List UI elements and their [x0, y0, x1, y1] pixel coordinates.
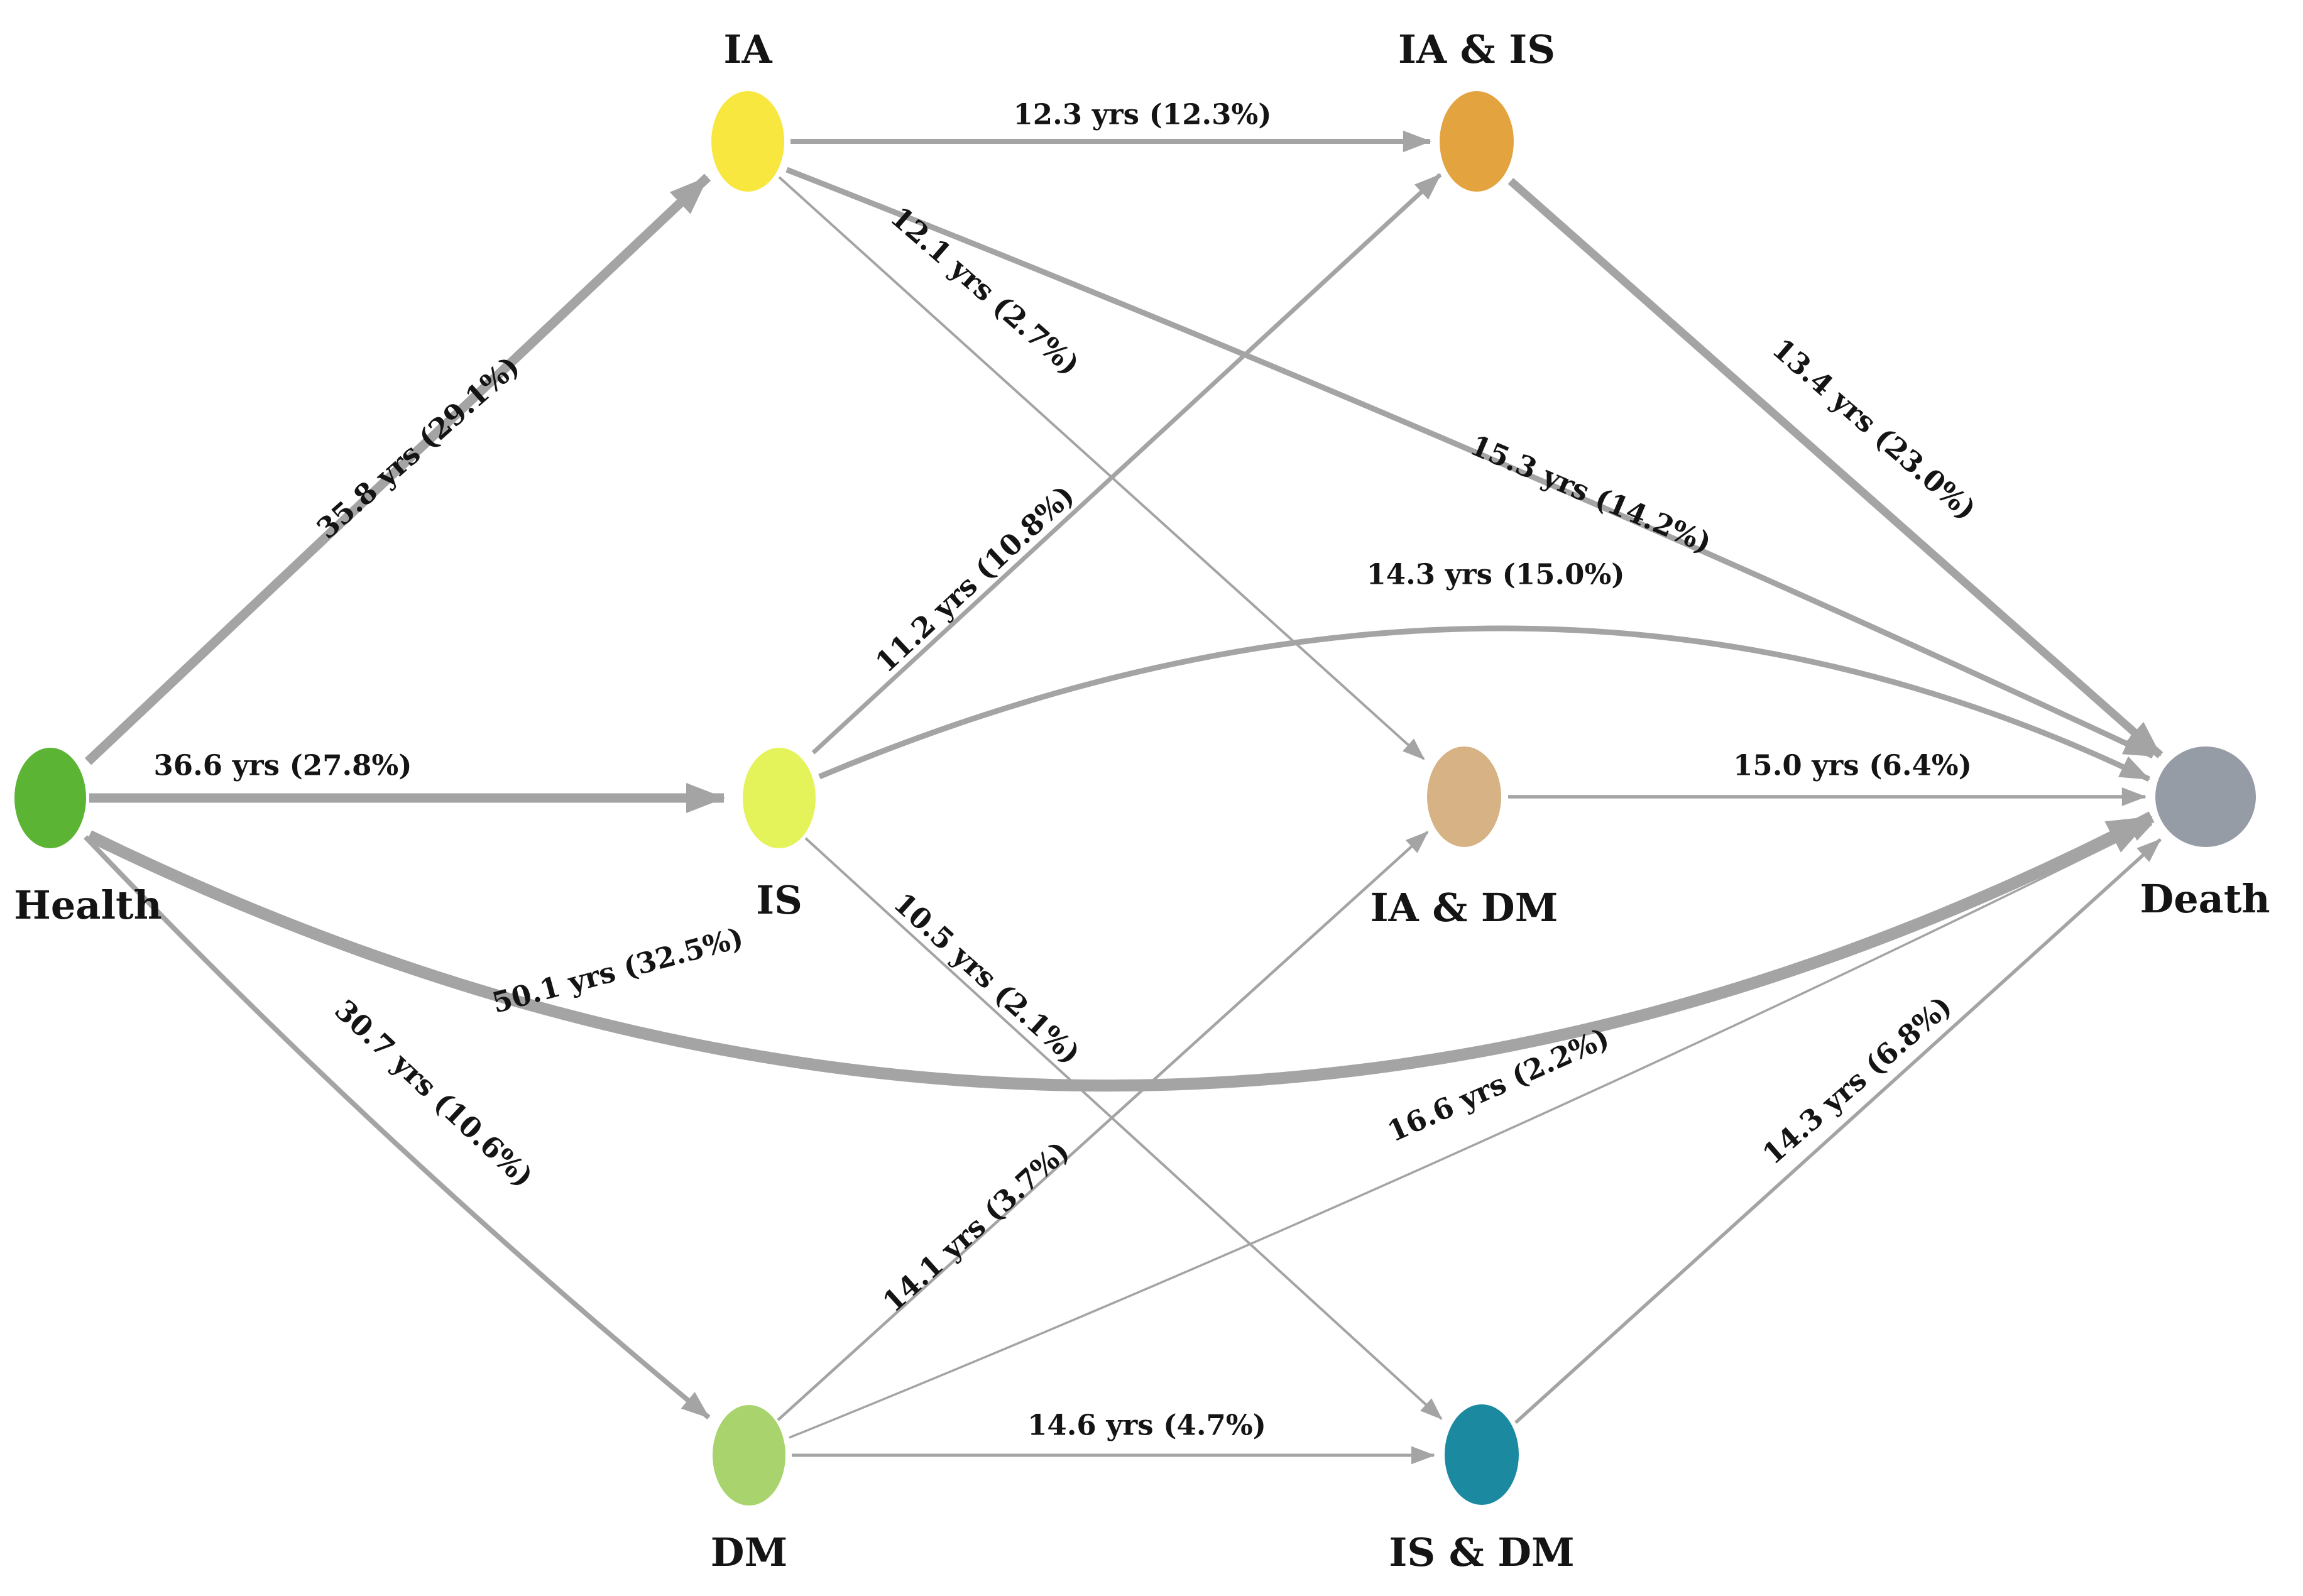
edge-is-iais — [811, 173, 1442, 755]
edges-layer — [84, 130, 2164, 1465]
node-label-dm: DM — [711, 1529, 787, 1575]
arrowhead-iais-death — [2125, 721, 2162, 757]
edge-is-death — [818, 625, 2150, 782]
node-label-is-dm: IS & DM — [1389, 1529, 1574, 1575]
arrowhead-health-is — [686, 783, 725, 813]
node-is — [743, 748, 816, 848]
node-death — [2155, 746, 2256, 847]
edge-ia-iadm — [778, 176, 1425, 760]
edge-dm-iadm — [777, 831, 1429, 1421]
arrowhead-health-ia — [669, 176, 709, 214]
arrowhead-dm-isdm — [1411, 1446, 1435, 1465]
arrowhead-health-dm — [681, 1392, 710, 1419]
edge-label-ia-iadm: 12.1 yrs (2.7%) — [884, 200, 1086, 381]
edge-dm-death — [789, 823, 2152, 1439]
edge-label-health-ia: 35.8 yrs (29.1%) — [310, 349, 526, 545]
arrowhead-is-iais — [1414, 173, 1441, 200]
node-label-death: Death — [2140, 876, 2270, 922]
arrowhead-is-isdm — [1420, 1398, 1443, 1420]
edge-label-ia-iais: 12.3 yrs (12.3%) — [1013, 98, 1271, 131]
edge-label-is-death: 14.3 yrs (15.0%) — [1366, 558, 1624, 591]
node-ia — [711, 91, 784, 192]
arrowhead-ia-iadm — [1403, 738, 1425, 760]
arrowhead-isdm-death — [2136, 838, 2162, 862]
edge-is-isdm — [804, 837, 1443, 1420]
edge-label-health-is: 36.6 yrs (27.8%) — [153, 749, 412, 782]
edge-label-health-death: 50.1 yrs (32.5%) — [489, 921, 747, 1020]
node-dm — [713, 1405, 785, 1506]
arrowhead-dm-iadm — [1405, 831, 1429, 853]
nodes-layer — [14, 91, 2256, 1506]
node-label-ia-dm: IA & DM — [1370, 885, 1558, 931]
arrowhead-ia-iais — [1403, 130, 1431, 153]
node-label-health: Health — [14, 882, 161, 928]
edge-label-dm-isdm: 14.6 yrs (4.7%) — [1027, 1409, 1266, 1442]
edge-iais-death — [1507, 178, 2164, 758]
node-health — [14, 748, 86, 848]
edge-labels-layer: 35.8 yrs (29.1%) 36.6 yrs (27.8%) 50.1 yrs… — [153, 98, 1983, 1442]
edge-health-death — [86, 811, 2155, 1092]
node-label-ia: IA — [723, 26, 772, 72]
edge-label-dm-death: 16.6 yrs (2.2%) — [1382, 1021, 1614, 1149]
arrowhead-iadm-death — [2121, 787, 2147, 806]
edge-label-health-dm: 30.7 yrs (10.6%) — [328, 993, 540, 1194]
node-is-dm — [1445, 1404, 1519, 1505]
edge-label-is-iais: 11.2 yrs (10.8%) — [869, 479, 1081, 679]
edge-label-ia-death: 15.3 yrs (14.2%) — [1465, 429, 1716, 560]
edge-label-isdm-death: 14.3 yrs (6.8%) — [1756, 989, 1958, 1171]
edge-label-is-isdm: 10.5 yrs (2.1%) — [887, 886, 1087, 1070]
node-labels-layer: Health IA IS DM IA & IS IA & DM IS & DM Death — [14, 26, 2270, 1575]
arrowhead-dm-death — [2130, 824, 2153, 841]
edge-ia-death — [785, 167, 2154, 759]
edge-health-dm — [84, 835, 711, 1420]
edge-label-dm-iadm: 14.1 yrs (3.7%) — [876, 1134, 1076, 1318]
node-ia-dm — [1427, 746, 1501, 847]
node-ia-is — [1440, 91, 1514, 192]
edge-label-iadm-death: 15.0 yrs (6.4%) — [1733, 749, 1972, 782]
edge-health-ia — [84, 173, 711, 765]
edge-isdm-death — [1514, 838, 2162, 1424]
node-label-is: IS — [756, 877, 802, 923]
arrowhead-is-death — [2118, 756, 2150, 780]
node-label-ia-is: IA & IS — [1398, 26, 1555, 72]
